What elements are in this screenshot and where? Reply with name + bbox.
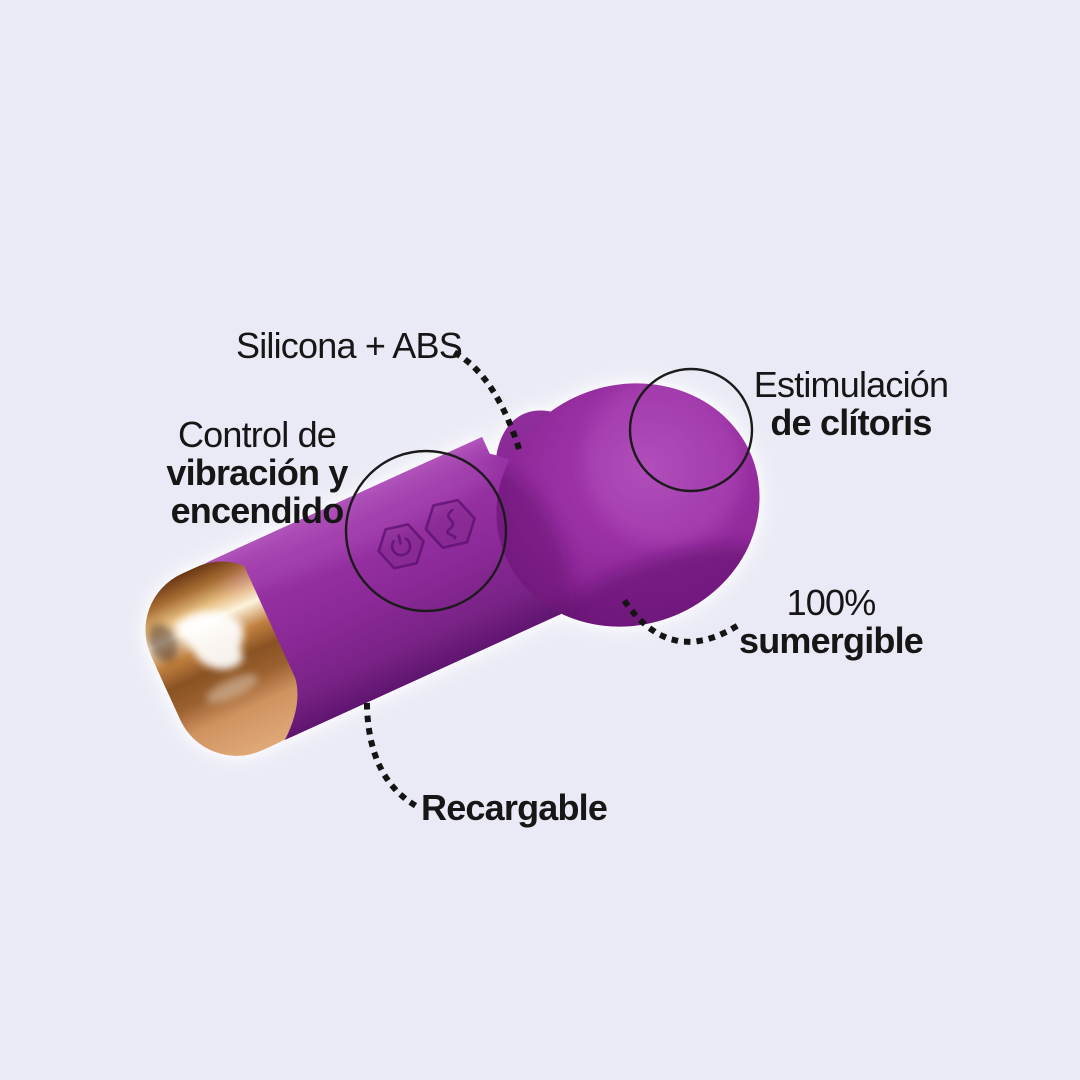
focus-circle-buttons bbox=[344, 449, 508, 613]
label-line: Estimulación bbox=[753, 364, 949, 405]
label-line: Recargable bbox=[421, 787, 608, 828]
cap-reflections bbox=[147, 611, 258, 703]
label-line: encendido bbox=[170, 490, 345, 531]
connector-sumergible bbox=[621, 598, 745, 645]
label-estimulacion: Estimulación de clítoris bbox=[736, 366, 966, 442]
label-line: de clítoris bbox=[770, 402, 932, 443]
label-line: vibración y bbox=[166, 452, 348, 493]
focus-circle-head bbox=[628, 367, 754, 493]
label-line: Control de bbox=[177, 414, 337, 455]
connector-silicona bbox=[452, 349, 524, 456]
label-sumergible: 100% sumergible bbox=[716, 584, 946, 660]
label-silicona-abs: Silicona + ABS bbox=[236, 325, 463, 366]
label-control-vibracion: Control de vibración y encendido bbox=[142, 416, 372, 530]
product-photo bbox=[145, 377, 773, 756]
power-button-icon bbox=[377, 523, 425, 570]
label-line: 100% bbox=[786, 582, 877, 623]
label-line: Silicona + ABS bbox=[236, 325, 463, 366]
label-line: sumergible bbox=[738, 620, 924, 661]
connector-recargable bbox=[363, 702, 423, 812]
label-recargable: Recargable bbox=[421, 787, 608, 828]
vibration-wave-icon bbox=[424, 498, 476, 549]
